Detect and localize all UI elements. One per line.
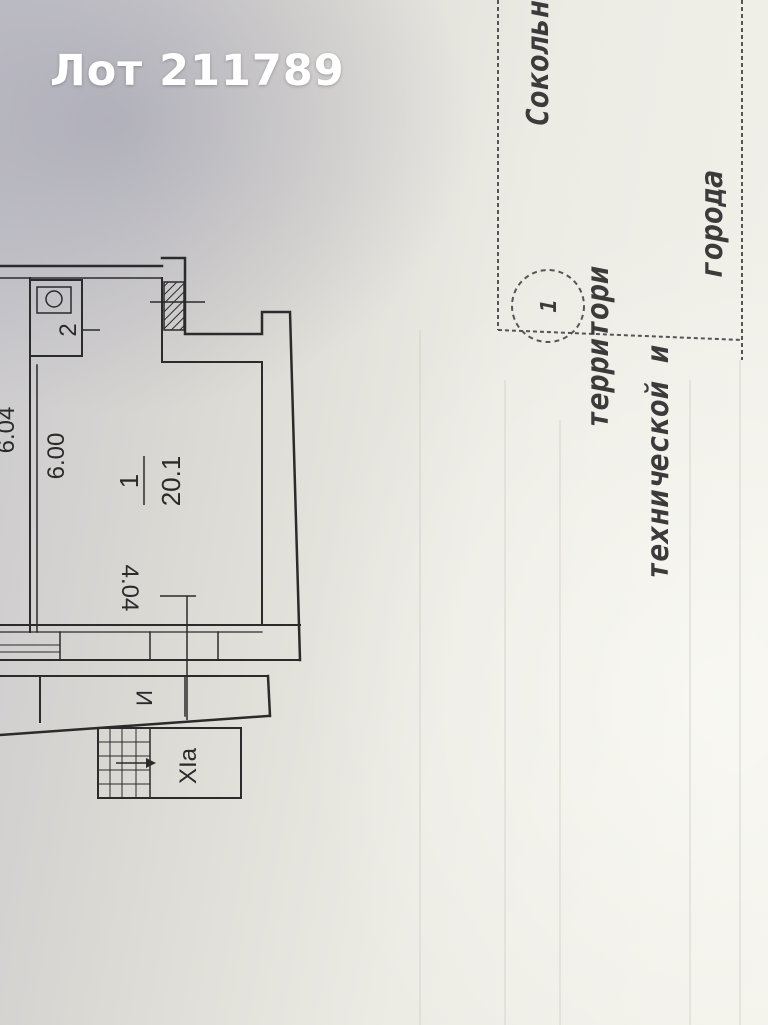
stamp-circle-number: 1 (537, 299, 562, 312)
lot-number-overlay: Лот 211789 (50, 46, 345, 96)
room-area-label: 20.1 (156, 456, 186, 507)
dim-length-label: 6.00 (43, 433, 70, 480)
stamp-line-1: Сокольн (521, 0, 556, 126)
stamp-line-4: города (695, 170, 730, 278)
hatched-wall (163, 281, 185, 331)
stair-label: XIa (175, 747, 202, 784)
entrance-letter-label: И (132, 690, 157, 706)
wc-room (29, 279, 100, 357)
dim-left-label: 6.04 (0, 407, 20, 454)
scan-noise (419, 330, 741, 1025)
stamp-line-2: территори (581, 266, 616, 429)
staircase (97, 727, 242, 799)
room-walls (0, 256, 302, 737)
dim-width-label: 4.04 (116, 565, 143, 612)
wc-number-label: 2 (55, 323, 82, 336)
room-number-label: 1 (114, 474, 144, 488)
stamp-block: Сокольн территори технической и города 1 (497, 0, 743, 580)
stamp-line-3: технической и (641, 345, 676, 580)
